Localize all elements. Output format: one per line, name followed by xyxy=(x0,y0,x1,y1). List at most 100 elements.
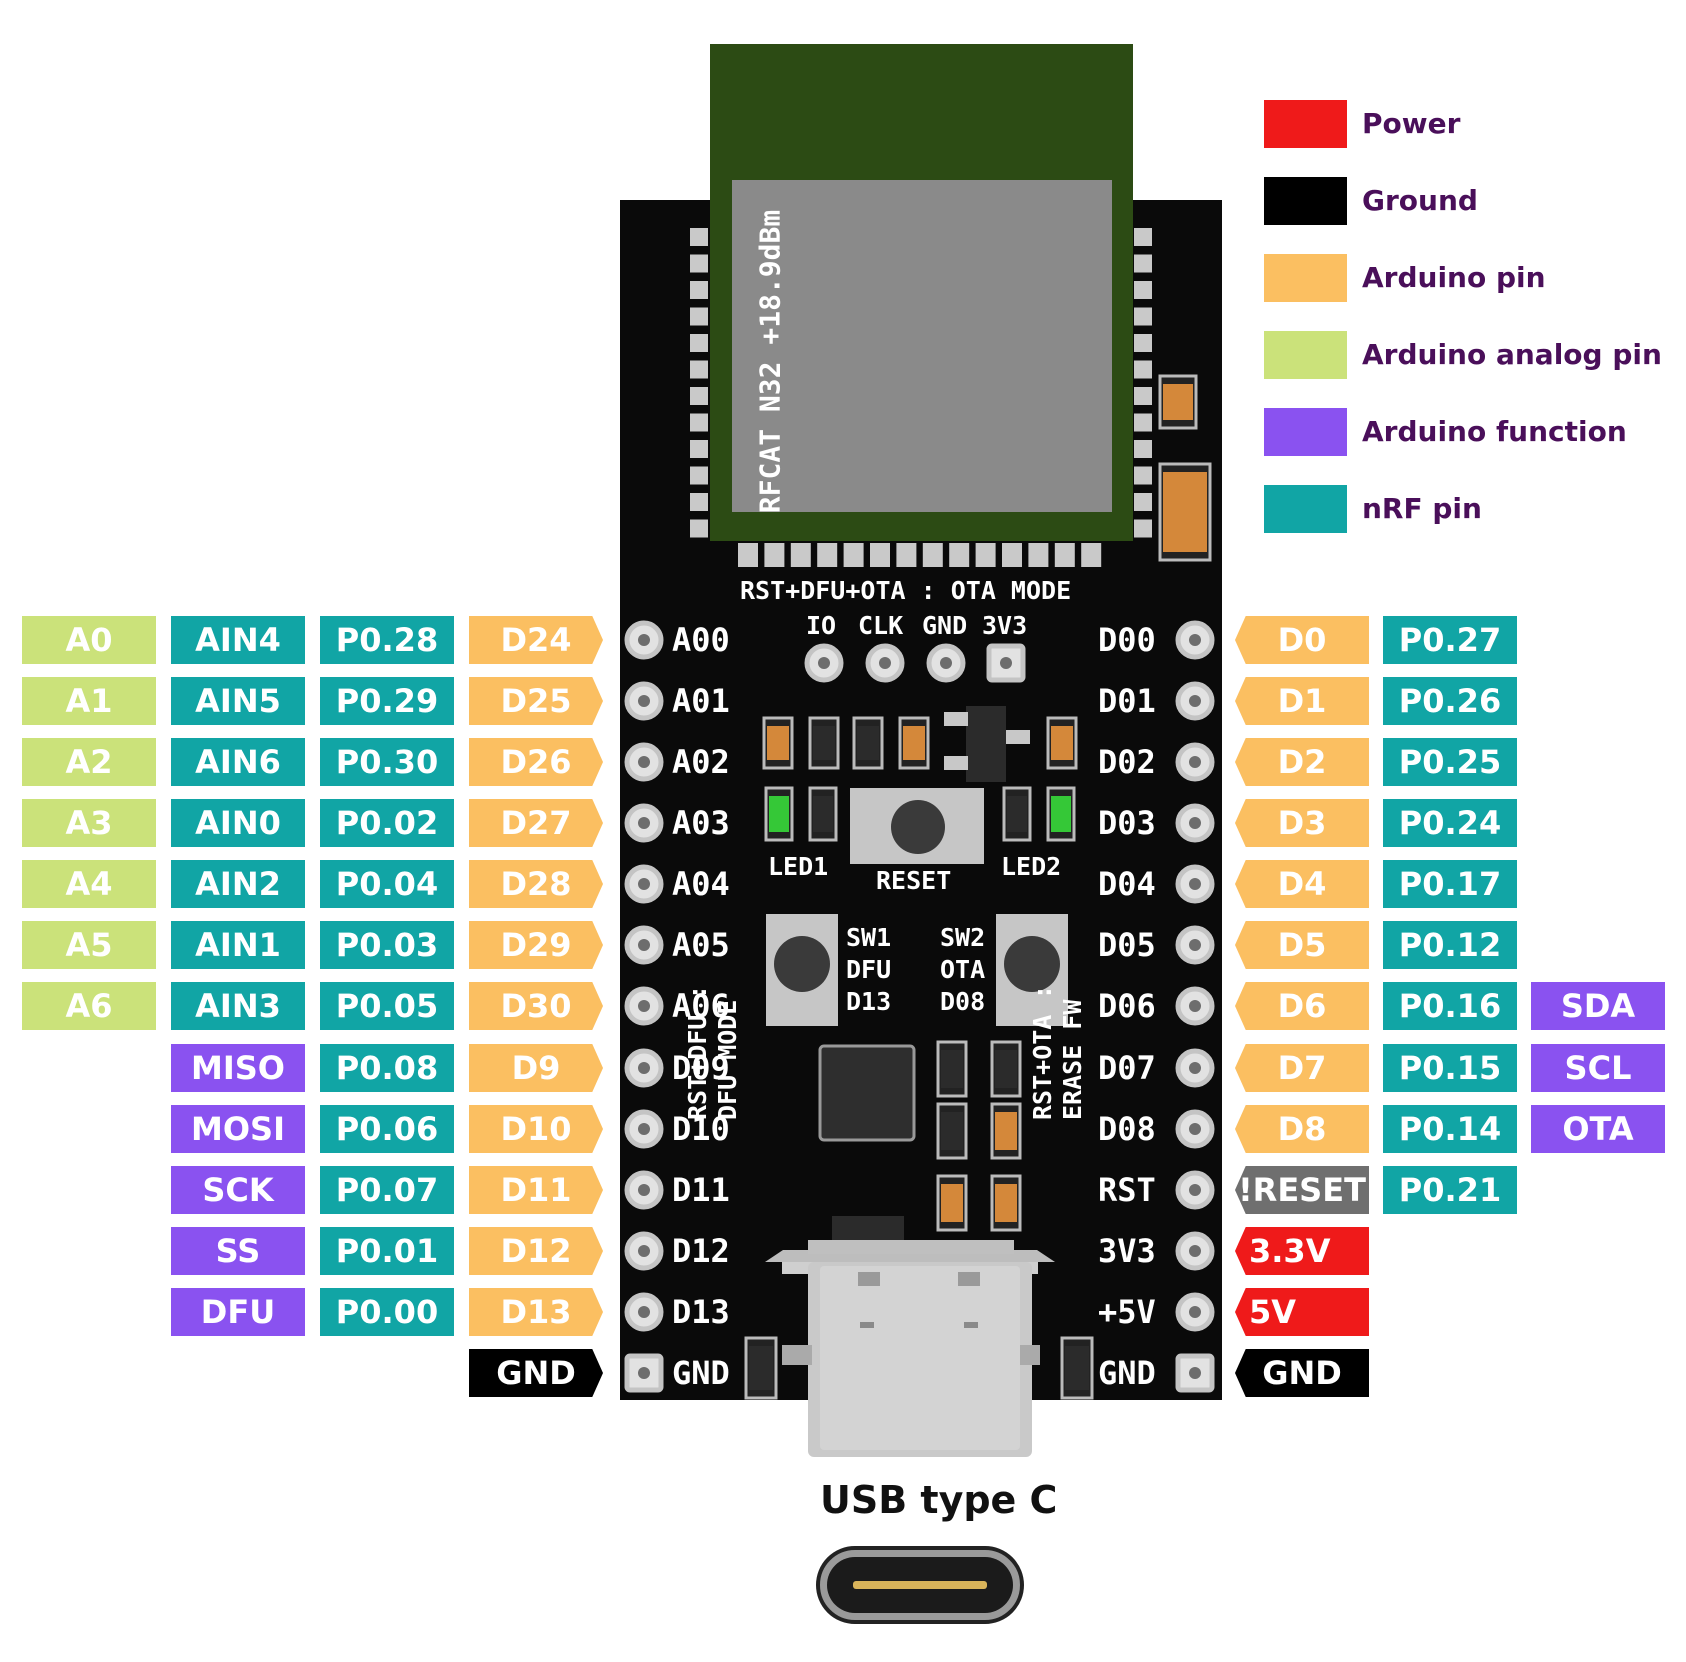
smd-components xyxy=(744,374,1212,1400)
silk-label-right: D06 xyxy=(1098,987,1156,1025)
nrf-pin-label: P0.25 xyxy=(1383,738,1517,786)
function-pin-label: SS xyxy=(171,1227,305,1275)
castellation-pad xyxy=(690,334,708,352)
arduino-pin-label: D8 xyxy=(1235,1105,1369,1153)
header-label: IO xyxy=(806,611,837,640)
silk-label-left: A02 xyxy=(672,743,730,781)
castellation-pad xyxy=(1054,543,1075,567)
legend-swatch xyxy=(1264,408,1347,456)
arduino-pin-label: D5 xyxy=(1235,921,1369,969)
castellation-pad xyxy=(1002,543,1022,567)
nrf-pin-label: P0.06 xyxy=(320,1105,454,1153)
reset-label: RESET xyxy=(876,866,952,895)
arduino-pin-label: D29 xyxy=(469,921,603,969)
legend-label: Arduino function xyxy=(1362,415,1627,448)
castellation-pad xyxy=(690,360,708,379)
castellation-pad xyxy=(1134,281,1152,299)
castellation-pad xyxy=(1134,466,1152,485)
legend-swatch xyxy=(1264,177,1347,225)
arduino-pin-label: D25 xyxy=(469,677,603,725)
arduino-pin-label: D2 xyxy=(1235,738,1369,786)
castellation-pad xyxy=(870,543,890,567)
castellation-pad xyxy=(843,543,864,567)
silk-label-left: A01 xyxy=(672,682,730,720)
castellation-pad xyxy=(690,254,708,273)
power-pin-label: 5V xyxy=(1235,1288,1369,1336)
function-pin-label: SCK xyxy=(171,1166,305,1214)
castellation-pad xyxy=(690,307,708,326)
castellation-pad xyxy=(690,519,708,538)
silk-label-right: D03 xyxy=(1098,804,1156,842)
castellation-pad xyxy=(817,543,838,567)
nrf-pin-label: P0.08 xyxy=(320,1044,454,1092)
module-castellations xyxy=(690,228,1152,567)
nrf-pin-label: P0.24 xyxy=(1383,799,1517,847)
regulator xyxy=(966,706,1006,782)
ain-pin-label: AIN5 xyxy=(171,677,305,725)
arduino-pin-label: D10 xyxy=(469,1105,603,1153)
castellation-pad xyxy=(690,466,708,485)
arduino-pin-label: D13 xyxy=(469,1288,603,1336)
nrf-pin-label: P0.04 xyxy=(320,860,454,908)
mode-text: RST+DFU+OTA : OTA MODE xyxy=(740,576,1072,605)
nrf-pin-label: P0.21 xyxy=(1383,1166,1517,1214)
pin-pads xyxy=(624,620,1215,1393)
silk-label-right: D07 xyxy=(1098,1049,1156,1087)
function-pin-label: SCL xyxy=(1531,1044,1665,1092)
castellation-pad xyxy=(690,281,708,299)
usb-c-port-icon xyxy=(816,1546,1024,1624)
analog-pin-label: A6 xyxy=(22,982,156,1030)
ch-chip xyxy=(818,1044,916,1142)
nrf-pin-label: P0.07 xyxy=(320,1166,454,1214)
power-pin-label: 3.3V xyxy=(1235,1227,1369,1275)
function-pin-label: MISO xyxy=(171,1044,305,1092)
castellation-pad xyxy=(1134,493,1152,511)
legend-label: Ground xyxy=(1362,184,1478,217)
rf-shield xyxy=(732,180,1112,512)
nrf-pin-label: P0.02 xyxy=(320,799,454,847)
castellation-pad xyxy=(1134,307,1152,326)
castellation-pad xyxy=(764,543,785,567)
legend-swatch xyxy=(1264,485,1347,533)
silk-label-left: D13 xyxy=(672,1293,730,1331)
castellation-pad xyxy=(690,228,708,246)
castellation-pad xyxy=(690,440,708,458)
castellation-pad xyxy=(922,543,943,567)
function-pin-label: SDA xyxy=(1531,982,1665,1030)
castellation-pad xyxy=(690,413,708,432)
nrf-pin-label: P0.28 xyxy=(320,616,454,664)
arduino-pin-label: D26 xyxy=(469,738,603,786)
silk-label-left: D09 xyxy=(672,1049,730,1087)
ain-pin-label: AIN1 xyxy=(171,921,305,969)
arduino-pin-label: D3 xyxy=(1235,799,1369,847)
nrf-pin-label: P0.26 xyxy=(1383,677,1517,725)
nrf-pin-label: P0.00 xyxy=(320,1288,454,1336)
nrf-pin-label: P0.05 xyxy=(320,982,454,1030)
castellation-pad xyxy=(738,543,758,567)
nrf-pin-label: P0.29 xyxy=(320,677,454,725)
legend-swatch xyxy=(1264,331,1347,379)
legend-swatch xyxy=(1264,100,1347,148)
analog-pin-label: A2 xyxy=(22,738,156,786)
arduino-pin-label: D30 xyxy=(469,982,603,1030)
arduino-pin-label: D7 xyxy=(1235,1044,1369,1092)
silk-label-right: D08 xyxy=(1098,1110,1156,1148)
silk-label-right: D01 xyxy=(1098,682,1156,720)
arduino-pin-label: D1 xyxy=(1235,677,1369,725)
castellation-pad xyxy=(1134,413,1152,432)
analog-pin-label: A5 xyxy=(22,921,156,969)
nrf-pin-label: P0.16 xyxy=(1383,982,1517,1030)
led1-label: LED1 xyxy=(768,852,829,881)
castellation-pad xyxy=(690,493,708,511)
castellation-pad xyxy=(1134,228,1152,246)
castellation-pad xyxy=(1134,360,1152,379)
nrf-pin-label: P0.14 xyxy=(1383,1105,1517,1153)
nrf-pin-label: P0.30 xyxy=(320,738,454,786)
arduino-pin-label: D24 xyxy=(469,616,603,664)
silk-label-left: A04 xyxy=(672,865,730,903)
silk-label-right: GND xyxy=(1098,1354,1156,1392)
usb-caption: USB type C xyxy=(820,1478,1058,1522)
analog-pin-label: A4 xyxy=(22,860,156,908)
